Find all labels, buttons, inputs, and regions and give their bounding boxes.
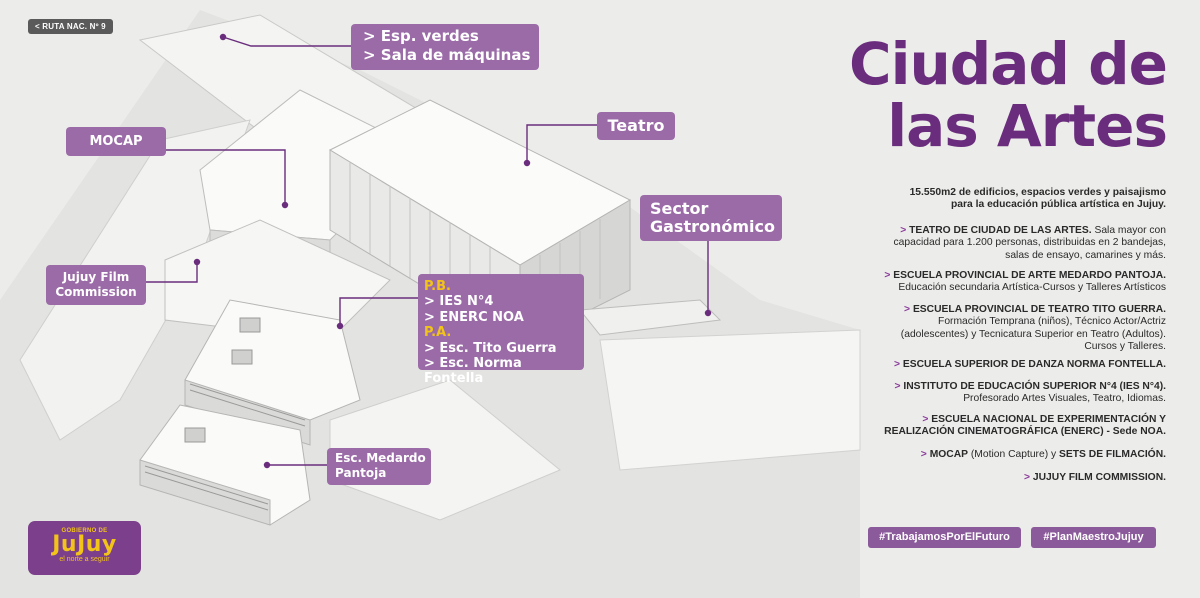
info-item-line: capacidad para 1.200 personas, distribui… (893, 237, 1167, 249)
info-item-line: Formación Temprana (niños), Técnico Acto… (938, 316, 1166, 328)
hashtag-trabajamos[interactable]: #TrabajamosPorElFuturo (868, 527, 1021, 548)
route-tag: < RUTA NAC. Nº 9 (28, 19, 113, 34)
info-item-line: Cursos y Talleres. (1084, 341, 1166, 353)
callout-line: Sector (650, 199, 709, 218)
info-item-tito-guerra: > ESCUELA PROVINCIAL DE TEATRO TITO GUER… (796, 304, 1166, 354)
hashtag-plan-maestro[interactable]: #PlanMaestroJujuy (1031, 527, 1156, 548)
film-commission-building (164, 219, 391, 341)
callout-teatro: Teatro (597, 112, 675, 140)
callout-line: > Sala de máquinas (363, 46, 531, 64)
page-title-line2: las Artes (887, 92, 1168, 160)
gobierno-jujuy-logo: GOBIERNO DE JuJuy el norte a seguir (28, 521, 141, 575)
callout-line: Pantoja (335, 466, 387, 480)
info-item-teatro: > TEATRO DE CIUDAD DE LAS ARTES. Sala ma… (796, 225, 1167, 262)
intro-text: 15.550m2 de edificios, espacios verdes y… (796, 187, 1166, 212)
callout-line: Jujuy Film (62, 270, 130, 284)
info-item-line: REALIZACIÓN CINEMATOGRÁFICA (ENERC) - Se… (884, 426, 1166, 438)
exterior-plaza (599, 329, 861, 471)
info-item-head: INSTITUTO DE EDUCACIÓN SUPERIOR N°4 (IES… (903, 381, 1166, 392)
callout-line: Esc. Medardo (335, 451, 426, 465)
info-item-line: Educación secundaria Artística-Cursos y … (898, 282, 1166, 294)
callout-line: > Esp. verdes (363, 27, 479, 45)
info-item-line: Sala mayor con (1091, 225, 1166, 236)
info-item-head: JUJUY FILM COMMISSION. (1032, 472, 1166, 483)
info-item-head: MOCAP (929, 449, 969, 460)
gastronomic-building (579, 299, 722, 336)
callout-jujuy-film-commission: Jujuy Film Commission (46, 265, 146, 305)
callout-esp-verdes: > Esp. verdes > Sala de máquinas (351, 24, 539, 70)
level-pb-label: P.B. (424, 279, 451, 294)
info-item-norma-fontella: > ESCUELA SUPERIOR DE DANZA NORMA FONTEL… (893, 359, 1166, 370)
page-title-line1: Ciudad de (849, 30, 1168, 98)
callout-line: Commission (55, 285, 137, 299)
intro-line: para la educación pública artística en J… (951, 199, 1166, 211)
info-item-film-commission: > JUJUY FILM COMMISSION. (1023, 472, 1166, 483)
info-item-medardo: > ESCUELA PROVINCIAL DE ARTE MEDARDO PAN… (796, 270, 1166, 295)
info-item-line: salas de ensayo, camarines y más. (1005, 249, 1166, 261)
level-item: > ENERC NOA (424, 309, 524, 325)
level-item: > Esc. Tito Guerra (424, 340, 557, 356)
info-item-head: ESCUELA PROVINCIAL DE TEATRO TITO GUERRA… (912, 304, 1166, 315)
callout-medardo-pantoja: Esc. Medardo Pantoja (327, 448, 431, 485)
logo-name: JuJuy (52, 532, 117, 557)
info-item-tail: SETS DE FILMACIÓN. (1059, 449, 1166, 460)
info-item-line: Profesorado Artes Visuales, Teatro, Idio… (963, 393, 1166, 405)
info-item-head: ESCUELA PROVINCIAL DE ARTE MEDARDO PANTO… (893, 270, 1166, 281)
callout-mocap: MOCAP (66, 127, 166, 156)
info-item-mocap: > MOCAP (Motion Capture) y SETS DE FILMA… (920, 449, 1166, 460)
callout-sector-gastronomico: Sector Gastronómico (640, 195, 782, 241)
info-item-head: TEATRO DE CIUDAD DE LAS ARTES. (909, 225, 1092, 236)
callout-line: Gastronómico (650, 217, 775, 236)
intro-line: 15.550m2 de edificios, espacios verdes y… (909, 187, 1166, 198)
info-item-head: ESCUELA SUPERIOR DE DANZA NORMA FONTELLA… (902, 359, 1166, 370)
info-item-head: ESCUELA NACIONAL DE EXPERIMENTACIÓN Y (931, 414, 1166, 425)
level-item: > IES N°4 (424, 294, 494, 310)
info-item-mid: (Motion Capture) y (968, 449, 1060, 460)
logo-slogan: el norte a seguir (59, 556, 110, 563)
logo-top: GOBIERNO DE (61, 528, 108, 534)
info-item-line: (adolescentes) y Tecnicatura Superior en… (900, 328, 1166, 340)
callout-levels: P.B. > IES N°4 > ENERC NOA P.A. > Esc. T… (418, 274, 584, 386)
info-item-ies4: > INSTITUTO DE EDUCACIÓN SUPERIOR N°4 (I… (796, 381, 1166, 406)
level-item: > Esc. Norma Fontella (424, 356, 522, 387)
info-item-enerc: > ESCUELA NACIONAL DE EXPERIMENTACIÓN Y … (884, 414, 1166, 438)
level-pa-label: P.A. (424, 325, 452, 341)
